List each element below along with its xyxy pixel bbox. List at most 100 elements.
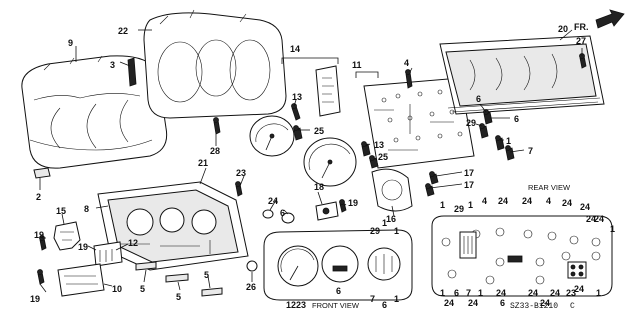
rv-callout-9: 24	[580, 202, 590, 212]
fv-callout-left: 1223	[286, 300, 306, 310]
leader-lines	[39, 29, 583, 293]
rv-callout-22: 24	[540, 298, 550, 308]
callout-labels: 9 3 22 2 8 21 15 19 19 19 12 10 5 5 5 28…	[30, 24, 586, 304]
callout-8: 8	[84, 204, 89, 214]
rv-callout-18: 1	[478, 288, 483, 298]
callout-1: 1	[506, 136, 511, 146]
fv-callout-top-b: 1	[382, 218, 387, 228]
rv-callout-2: 29	[454, 204, 464, 214]
part-15-bracket	[53, 221, 81, 251]
rear-view-caption: REAR VIEW	[528, 183, 571, 192]
fv-callout-bot-a: 7	[370, 294, 375, 304]
callout-5-a: 5	[140, 284, 145, 294]
callout-29: 29	[466, 118, 476, 128]
callout-14: 14	[290, 44, 300, 54]
part-12-connector	[93, 241, 123, 267]
front-view-caption: FRONT VIEW	[312, 301, 360, 310]
rv-callout-24: 1	[596, 288, 601, 298]
part-20-meter-case	[439, 35, 605, 115]
callout-9: 9	[68, 38, 73, 48]
fr-label: FR.	[574, 22, 589, 32]
callout-16: 16	[386, 214, 396, 224]
fv-callout-bot-c: 1	[394, 294, 399, 304]
callout-19-a: 19	[34, 230, 44, 240]
callout-7: 7	[528, 146, 533, 156]
speedometer-face-left	[249, 115, 295, 157]
part-26-socket	[246, 260, 258, 272]
rv-callout-21: 6	[500, 298, 505, 308]
rv-callout-12: 24	[528, 288, 538, 298]
part-24-bulb-group	[262, 209, 295, 224]
callout-19-d: 19	[348, 198, 358, 208]
callout-17-a: 17	[464, 168, 474, 178]
fv-callout-top-a: 29	[370, 226, 380, 236]
front-direction-arrow: FR.	[574, 9, 625, 32]
front-view-inset	[263, 229, 413, 301]
part-5-plate-a	[135, 261, 157, 271]
callout-27: 27	[576, 36, 586, 46]
rv-callout-1: 1	[440, 200, 445, 210]
speedometer-face-right	[303, 137, 357, 187]
part-14-plate	[315, 65, 341, 117]
rv-callout-19: 24	[444, 298, 454, 308]
callout-26: 26	[246, 282, 256, 292]
rear-view-callouts: REAR VIEW 1 29 1 4 24 4 24 24 24 24 24 2…	[440, 183, 615, 308]
callout-28: 28	[210, 146, 220, 156]
callout-6-c: 6	[514, 114, 519, 124]
fv-callout-bot-b: 6	[382, 300, 387, 310]
part-3-strip	[127, 57, 137, 87]
part-5-plate-c	[201, 287, 223, 297]
callout-15: 15	[56, 206, 66, 216]
rv-callout-3: 1	[468, 200, 473, 210]
callout-21: 21	[198, 158, 208, 168]
rv-callout-4: 4	[482, 196, 487, 206]
rv-callout-6: 4	[546, 196, 551, 206]
rv-callout-5: 24	[498, 196, 508, 206]
callout-5-b: 5	[176, 292, 181, 302]
part-9-meter-visor	[21, 55, 168, 169]
callout-12: 12	[128, 238, 138, 248]
part-11-printed-circuit	[363, 77, 475, 169]
callout-25-b: 25	[378, 152, 388, 162]
callout-24: 24	[268, 196, 278, 206]
callout-6: 6	[280, 208, 285, 218]
part-16-gauge-back	[371, 168, 413, 212]
rv-callout-26: 1	[610, 224, 615, 234]
rv-callout-23: 23	[566, 288, 576, 298]
callout-3: 3	[110, 60, 115, 70]
fv-callout-top-c: 1	[394, 226, 399, 236]
part-2-pad	[33, 167, 51, 179]
part-8-meter-housing	[97, 181, 249, 271]
callout-11: 11	[352, 60, 362, 70]
part-22-meter-lens	[143, 9, 287, 119]
rv-callout-11: 24	[496, 288, 506, 298]
rv-callout-17: 7	[466, 288, 471, 298]
rv-callout-8: 24	[562, 198, 572, 208]
part-18-sensor	[315, 201, 339, 221]
callout-22: 22	[118, 26, 128, 36]
rv-callout-10: 24	[594, 214, 604, 224]
callout-17-b: 17	[464, 180, 474, 190]
rv-callout-20: 24	[468, 298, 478, 308]
diagram-code: SZ33-B1210	[510, 302, 558, 311]
callout-5-c: 5	[204, 270, 209, 280]
rv-callout-25: 24	[586, 214, 596, 224]
callout-20: 20	[558, 24, 568, 34]
rear-view-inset	[431, 215, 613, 297]
callout-23: 23	[236, 168, 246, 178]
front-view-callouts: 1223 6 29 1 1 7 6 1 FRONT VIEW	[286, 218, 399, 310]
callout-13-b: 13	[374, 140, 384, 150]
diagram-code-suffix: C	[570, 302, 575, 311]
callout-25-a: 25	[314, 126, 324, 136]
callout-13-a: 13	[292, 92, 302, 102]
callout-19-b: 19	[78, 242, 88, 252]
reference-code: SZ33-B1210 C	[510, 302, 575, 311]
callout-19-c: 19	[30, 294, 40, 304]
rv-callout-15: 1	[440, 288, 445, 298]
callout-4: 4	[404, 58, 409, 68]
part-5-plate-b	[165, 273, 189, 283]
rv-callout-14: 24	[574, 284, 584, 294]
callout-6-b: 6	[476, 94, 481, 104]
